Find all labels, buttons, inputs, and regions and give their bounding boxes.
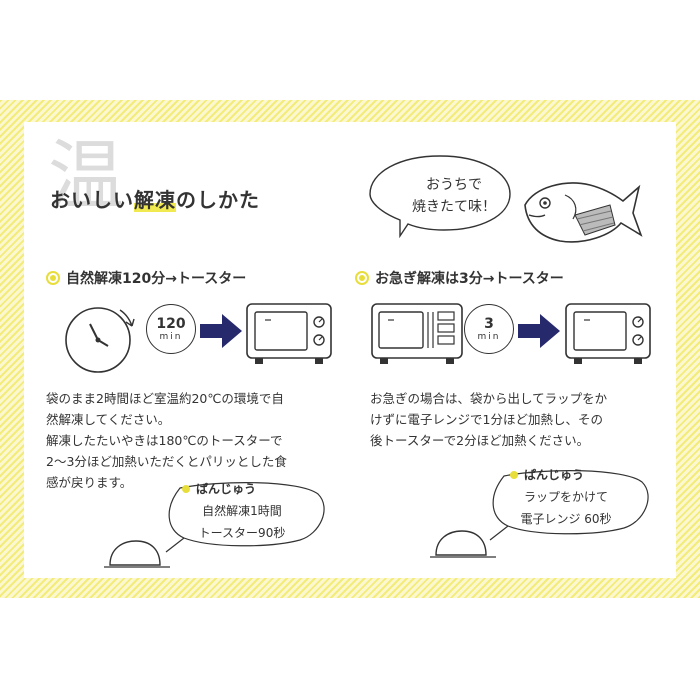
panju-label-text: ぱんじゅう xyxy=(524,468,585,482)
text-line: トースター90秒 xyxy=(198,526,286,540)
text-line: 2～3分ほど加熱いただくとパリッとした食 xyxy=(46,454,287,469)
yellow-dot-icon xyxy=(355,271,369,285)
badge-unit: min xyxy=(159,331,183,342)
microwave-icon xyxy=(371,303,463,364)
panju-text-right: ラップをかけて 電子レンジ 60秒 xyxy=(496,486,636,530)
panju-text-left: 自然解凍1時間 トースター90秒 xyxy=(172,500,312,544)
text-line: ラップをかけて xyxy=(523,490,608,504)
panju-label-right: ぱんじゅう xyxy=(510,466,584,483)
natural-defrost-heading: 自然解凍120分→トースター xyxy=(46,268,246,288)
arrow-right-icon xyxy=(200,314,242,348)
text-line: 自然解凍1時間 xyxy=(202,504,282,518)
text-line: 電子レンジ 60秒 xyxy=(520,512,612,526)
toaster-icon xyxy=(565,303,651,364)
page-title: おいしい解凍のしかた xyxy=(50,184,260,213)
bubble-line-2: 焼きたて味！ xyxy=(412,199,496,215)
panju-label-text: ぱんじゅう xyxy=(196,482,257,496)
toaster-icon xyxy=(246,303,332,364)
time-badge-3: 3 min xyxy=(464,304,514,354)
yellow-dot-icon xyxy=(182,484,190,493)
quick-defrost-heading: お急ぎ解凍は3分→トースター xyxy=(355,268,564,288)
panju-label-left: ぱんじゅう xyxy=(182,480,256,497)
text-line: けずに電子レンジで1分ほど加熱し、その xyxy=(370,412,603,427)
yellow-dot-icon xyxy=(46,271,60,285)
text-line: 袋のまま2時間ほど室温約20℃の環境で自 xyxy=(46,391,284,406)
title-post: のしかた xyxy=(176,188,260,212)
text-line: 感が戻ります。 xyxy=(46,475,133,490)
text-line: お急ぎの場合は、袋から出してラップをか xyxy=(370,391,608,406)
badge-number: 3 xyxy=(484,315,494,332)
yellow-dot-icon xyxy=(510,470,518,479)
time-badge-120: 120 min xyxy=(146,304,196,354)
taiyaki-fish-icon xyxy=(524,182,643,243)
panju-bun-icon xyxy=(430,530,496,558)
title-pre: おいしい xyxy=(50,188,134,212)
text-line: 後トースターで2分ほど加熱ください。 xyxy=(370,433,590,448)
panju-bubble-outline xyxy=(489,470,649,541)
speech-bubble-text: おうちで 焼きたて味！ xyxy=(384,174,524,218)
text-line: 解凍したたいやきは180℃のトースターで xyxy=(46,433,283,448)
badge-number: 120 xyxy=(156,315,186,332)
clock-icon xyxy=(65,307,135,373)
quick-heading-text: お急ぎ解凍は3分→トースター xyxy=(375,271,564,287)
bubble-line-1: おうちで xyxy=(426,177,482,193)
natural-heading-text: 自然解凍120分→トースター xyxy=(66,271,247,287)
badge-unit: min xyxy=(477,331,501,342)
text-line: 然解凍してください。 xyxy=(46,412,171,427)
panju-bun-icon xyxy=(104,540,170,568)
arrow-right-icon xyxy=(518,314,560,348)
title-highlight: 解凍 xyxy=(134,188,176,212)
natural-instructions: 袋のまま2時間ほど室温約20℃の環境で自 然解凍してください。 解凍したたいやき… xyxy=(46,388,346,493)
panju-bubble-outline xyxy=(165,482,325,553)
background-kanji: 温 xyxy=(48,131,124,220)
quick-instructions: お急ぎの場合は、袋から出してラップをか けずに電子レンジで1分ほど加熱し、その … xyxy=(370,388,670,451)
speech-bubble-icon xyxy=(369,155,511,239)
